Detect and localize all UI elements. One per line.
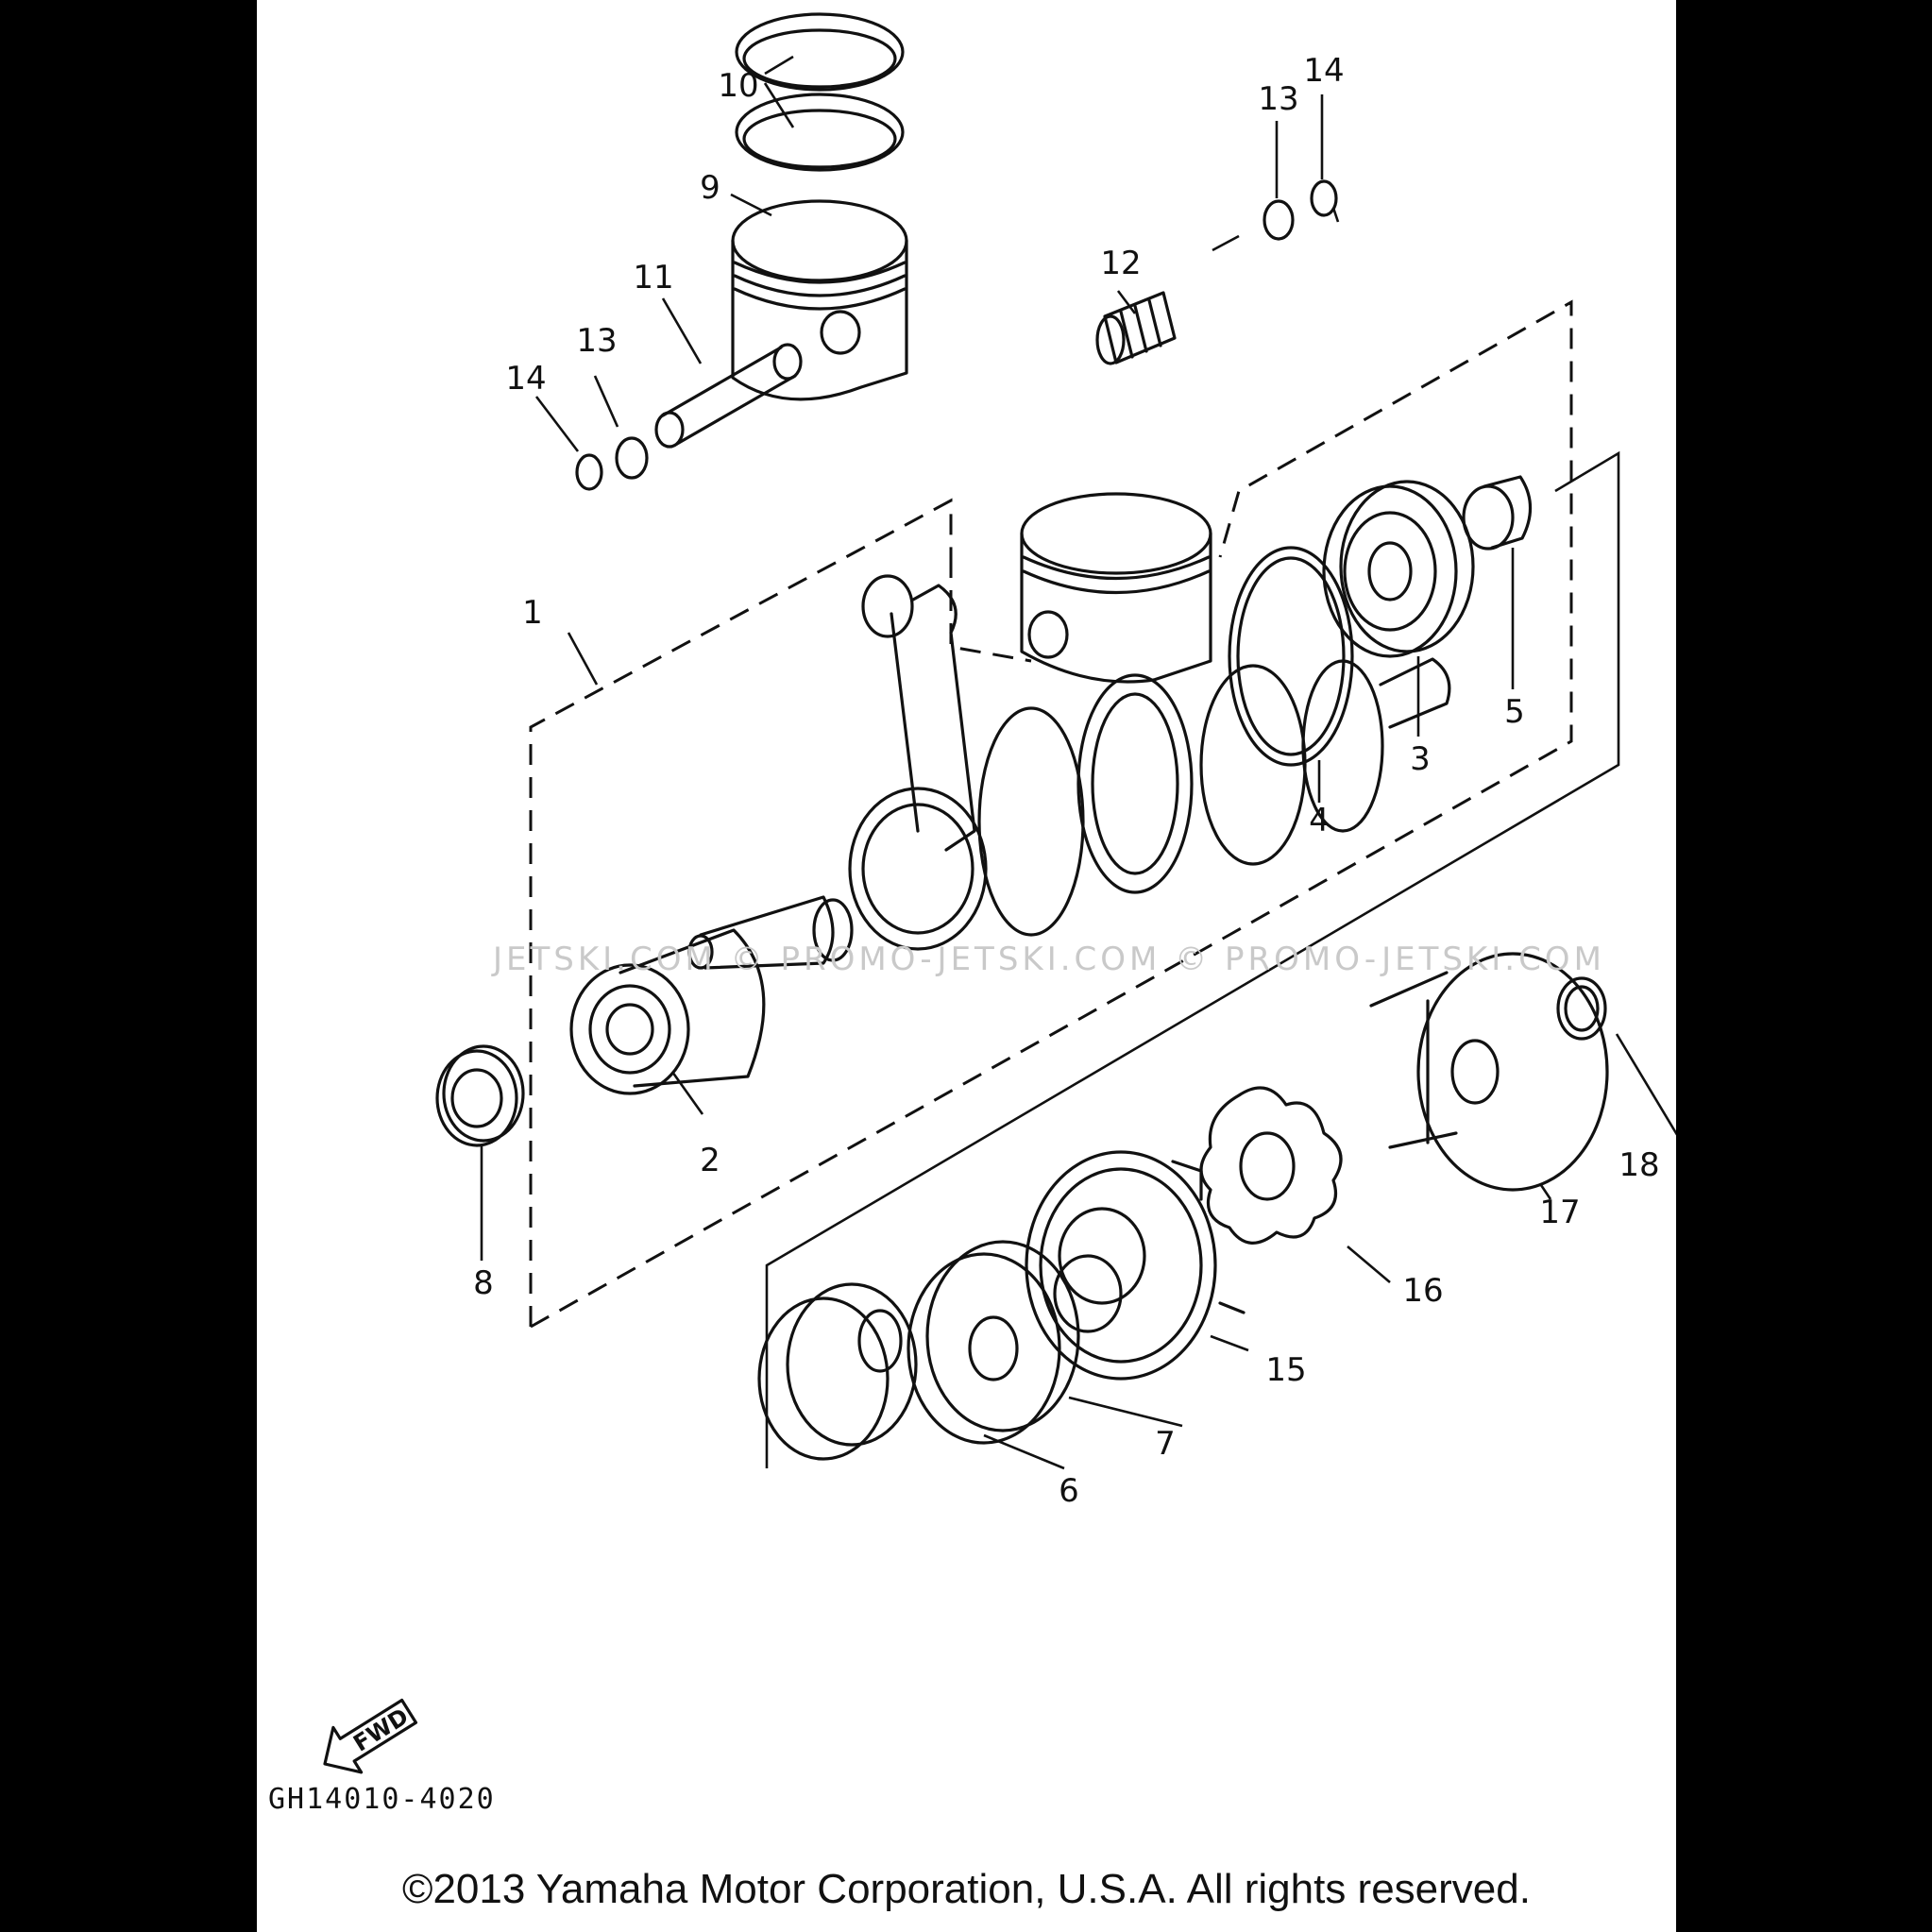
callout-11: 11 — [633, 259, 673, 297]
callout-4: 4 — [1309, 802, 1330, 839]
damper-star — [1199, 1086, 1343, 1245]
callout-18: 18 — [1618, 1146, 1659, 1184]
callout-9: 9 — [700, 169, 720, 207]
clips-and-washers — [575, 179, 1338, 491]
callout-12: 12 — [1100, 245, 1141, 282]
watermark: JETSKI.COM © PROMO-JETSKI.COM © PROMO-JE… — [493, 941, 1605, 978]
collar — [1462, 475, 1533, 551]
callout-6: 6 — [1059, 1472, 1079, 1510]
callout-5: 5 — [1504, 693, 1525, 731]
needle-bearing — [1095, 291, 1177, 365]
fwd-arrow-icon: FWD — [323, 1698, 418, 1774]
callout-8: 8 — [473, 1264, 494, 1302]
callout-17: 17 — [1539, 1194, 1580, 1231]
coupling-collar — [757, 1282, 918, 1461]
assembly-outline-crankshaft — [529, 299, 1573, 1329]
callout-7: 7 — [1155, 1425, 1176, 1463]
coupling-hub — [1025, 1150, 1246, 1381]
drawing-code: GH14010-4020 — [268, 1783, 496, 1816]
exploded-parts-diagram: 10 9 11 13 14 13 14 12 1 4 3 5 2 8 6 7 1… — [323, 12, 1676, 1774]
washer-plate — [907, 1240, 1080, 1445]
callout-15: 15 — [1265, 1351, 1306, 1389]
coupling-cup — [1369, 952, 1609, 1192]
callout-1: 1 — [522, 594, 543, 632]
main-bearing — [1322, 480, 1475, 658]
end-bearing — [569, 928, 766, 1095]
o-ring — [1556, 976, 1607, 1041]
piston-pin — [654, 343, 803, 449]
circlip — [1228, 546, 1354, 767]
callout-10: 10 — [718, 67, 758, 105]
callout-3: 3 — [1410, 740, 1431, 778]
copyright-notice: ©2013 Yamaha Motor Corporation, U.S.A. A… — [402, 1866, 1531, 1912]
callout-14b: 14 — [1303, 52, 1344, 90]
callout-2: 2 — [700, 1142, 720, 1179]
svg-text:FWD: FWD — [348, 1703, 413, 1757]
piston — [731, 199, 908, 401]
crankshaft — [687, 492, 1451, 970]
leader-lines — [480, 55, 1676, 1470]
callout-numbers: 10 9 11 13 14 13 14 12 1 4 3 5 2 8 6 7 1… — [473, 52, 1659, 1510]
callout-13a: 13 — [576, 322, 617, 360]
callout-16: 16 — [1402, 1272, 1443, 1310]
assembly-outline-coupling — [765, 450, 1620, 1468]
callout-13b: 13 — [1258, 80, 1298, 118]
diagram-page: 10 9 11 13 14 13 14 12 1 4 3 5 2 8 6 7 1… — [257, 0, 1676, 1932]
oil-seal — [435, 1044, 525, 1147]
piston-rings — [735, 12, 905, 172]
callout-14a: 14 — [505, 360, 546, 398]
